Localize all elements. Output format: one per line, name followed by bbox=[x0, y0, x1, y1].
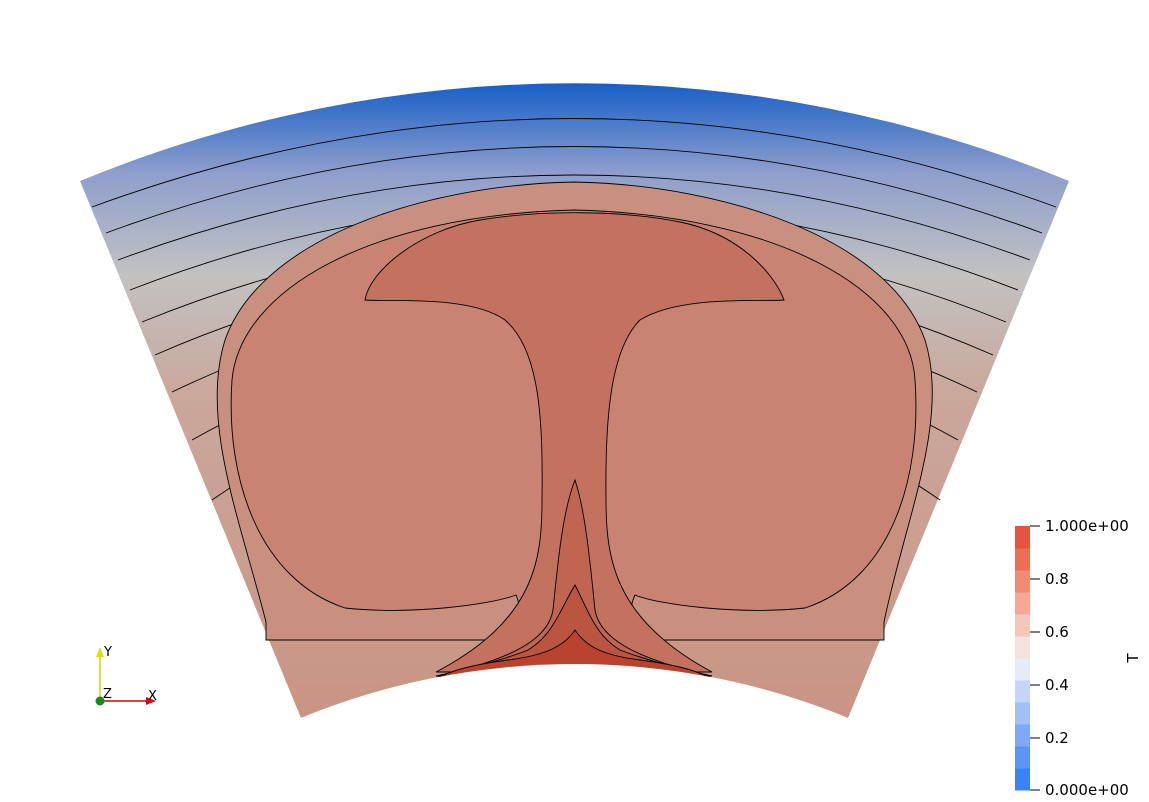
colorbar-swatch bbox=[1015, 636, 1030, 659]
axis-y-label: Y bbox=[103, 645, 112, 660]
colorbar-title: T bbox=[1124, 653, 1142, 664]
colorbar-swatch bbox=[1015, 526, 1030, 549]
colorbar-swatch bbox=[1015, 548, 1030, 571]
colorbar-swatch bbox=[1015, 570, 1030, 593]
colorbar-swatch bbox=[1015, 614, 1030, 637]
colorbar-swatch bbox=[1015, 658, 1030, 681]
colorbar-swatch bbox=[1015, 768, 1030, 791]
colorbar-swatch bbox=[1015, 724, 1030, 747]
axis-z-label: Z bbox=[103, 687, 112, 702]
colorbar-swatch bbox=[1015, 702, 1030, 725]
inner-boundary bbox=[301, 664, 848, 802]
colorbar-ticks bbox=[1030, 525, 1040, 791]
colorbar-label-04: 0.4 bbox=[1045, 676, 1069, 694]
plume-head bbox=[364, 212, 785, 673]
colorbar-label-min: 0.000e+00 bbox=[1045, 781, 1129, 799]
colorbar-swatches bbox=[1015, 526, 1030, 791]
axis-x-label: X bbox=[148, 689, 157, 704]
colorbar-swatch bbox=[1015, 746, 1030, 769]
orientation-axes: Y X Z bbox=[95, 645, 157, 706]
colorbar-label-08: 0.8 bbox=[1045, 570, 1069, 588]
colorbar-swatch bbox=[1015, 680, 1030, 703]
colorbar-swatch bbox=[1015, 592, 1030, 615]
colorbar-label-02: 0.2 bbox=[1045, 729, 1069, 747]
colorbar-label-06: 0.6 bbox=[1045, 623, 1069, 641]
colorbar: 1.000e+00 0.8 0.6 0.4 0.2 0.000e+00 T bbox=[1015, 517, 1142, 799]
colorbar-label-max: 1.000e+00 bbox=[1045, 517, 1129, 535]
